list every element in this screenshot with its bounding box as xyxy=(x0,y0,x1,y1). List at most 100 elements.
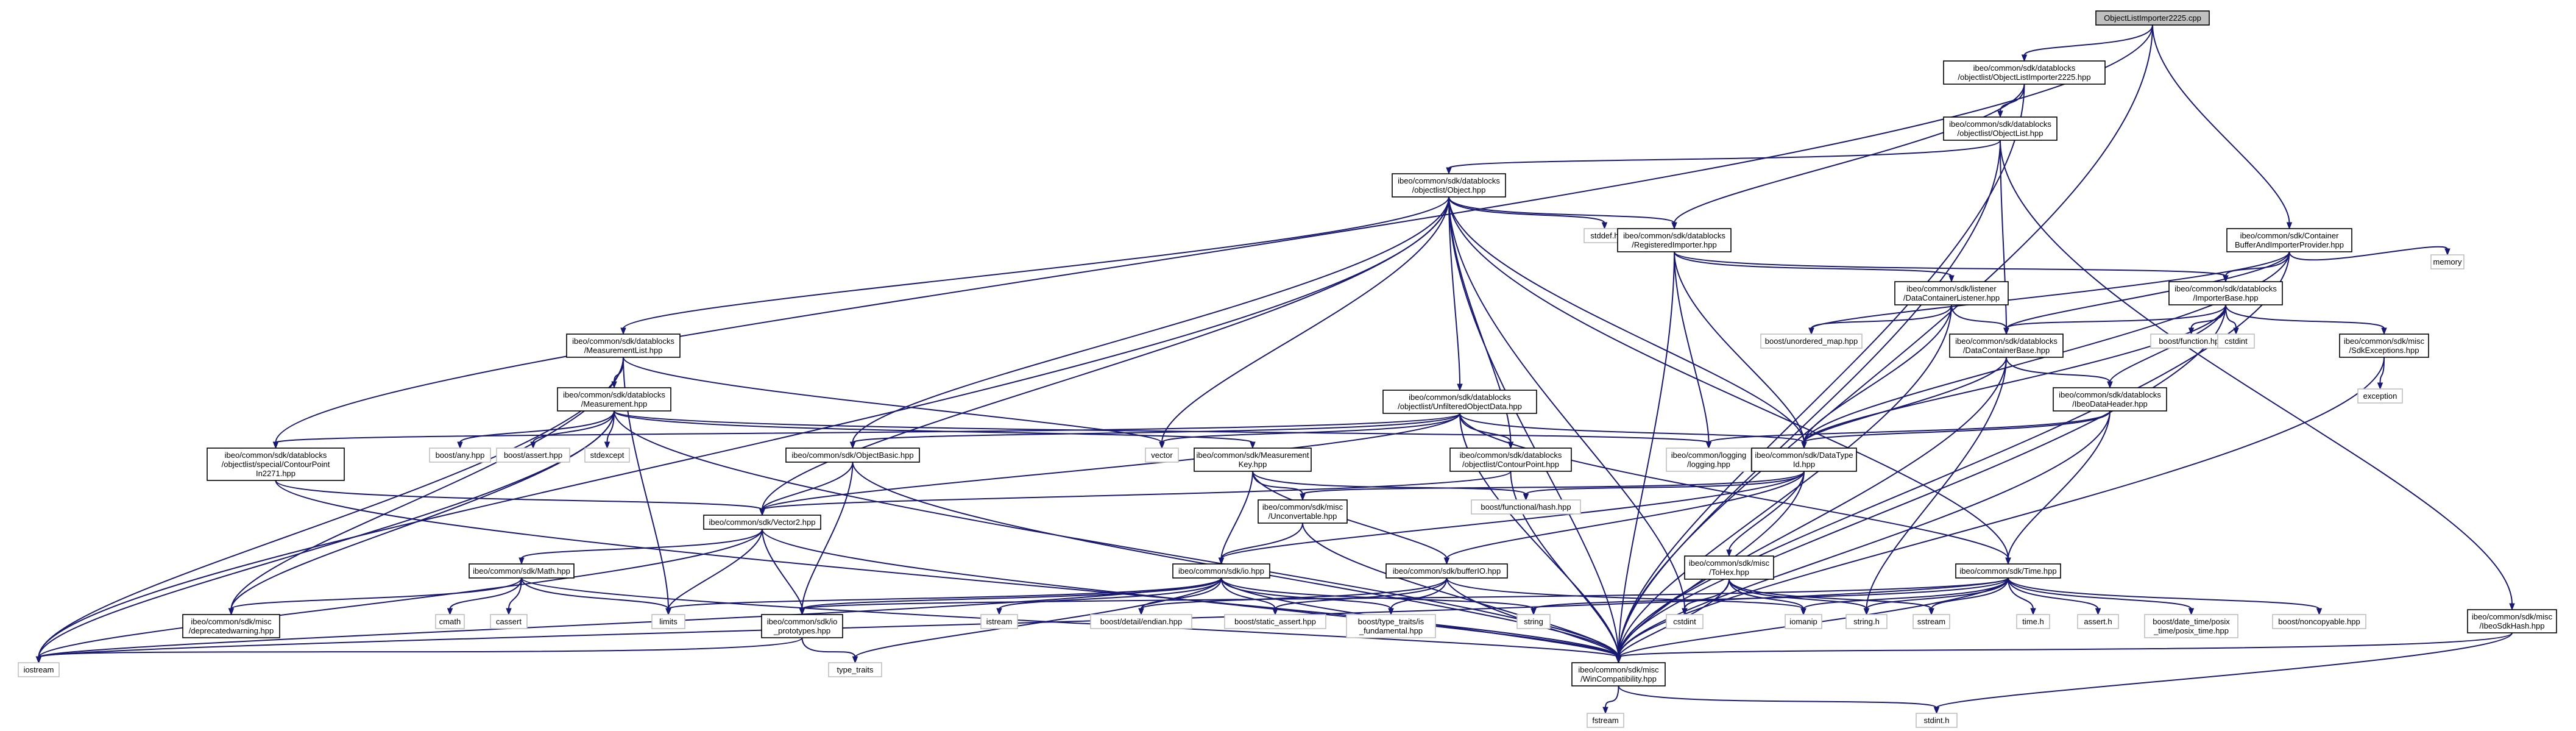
node-boost-static-assert-hpp: boost/static_assert.hpp xyxy=(1224,614,1326,629)
node-ibeo-common-sdk-misc-deprecatedwarning-hpp[interactable]: ibeo/common/sdk/misc/deprecatedwarning.h… xyxy=(182,614,280,638)
edge-regimp-to-wincompat xyxy=(1618,251,1675,658)
node-label-line: ibeo/common/logging xyxy=(1671,451,1747,460)
node-ibeo-common-sdk-datablocks-objectlist-unfilteredobjectdata-hpp[interactable]: ibeo/common/sdk/datablocks/objectlist/Un… xyxy=(1382,390,1537,414)
node-ibeo-common-sdk-datablocks-measurement-hpp[interactable]: ibeo/common/sdk/datablocks/Measurement.h… xyxy=(557,387,671,412)
node-ibeo-common-sdk-bufferio-hpp[interactable]: ibeo/common/sdk/bufferIO.hpp xyxy=(1385,563,1508,579)
node-ibeo-common-sdk-datablocks-objectlist-contourpoint-hpp[interactable]: ibeo/common/sdk/datablocks/objectlist/Co… xyxy=(1449,448,1572,472)
arrowhead xyxy=(1602,707,1608,715)
node-box xyxy=(1949,333,2064,358)
node-cstdint: cstdint xyxy=(1666,614,1704,629)
node-ibeo-common-sdk-vector2-hpp[interactable]: ibeo/common/sdk/Vector2.hpp xyxy=(703,515,821,530)
node-label-line: /IbeoDataHeader.hpp xyxy=(2072,399,2148,408)
node-box xyxy=(1090,614,1192,629)
node-label-line: BufferAndImporterProvider.hpp xyxy=(2235,240,2344,249)
edge-impbase-to-idh xyxy=(2109,304,2226,383)
arrowhead xyxy=(457,441,463,449)
edge-time-to-noncopy xyxy=(2008,577,2320,610)
node-ibeo-common-sdk-misc-sdkexceptions-hpp[interactable]: ibeo/common/sdk/misc/SdkExceptions.hpp xyxy=(2339,333,2429,358)
node-ibeo-common-sdk-datablocks-ibeodataheader-hpp[interactable]: ibeo/common/sdk/datablocks/IbeoDataHeade… xyxy=(2053,387,2167,412)
node-label-line: iostream xyxy=(24,665,54,674)
edge-impbase-to-cstdint xyxy=(2225,304,2237,329)
edge-idh-to-wincompat xyxy=(1618,410,2111,658)
edge-measlist-to-iostream xyxy=(38,357,624,658)
node-box xyxy=(1684,555,1774,580)
node-ibeo-common-sdk-io-prototypes-hpp[interactable]: ibeo/common/sdk/io_prototypes.hpp xyxy=(761,614,843,638)
node-box xyxy=(1617,228,1732,252)
edge-ibeohash-to-stdint xyxy=(1936,632,2513,708)
node-box xyxy=(496,448,570,463)
edge-datatype-to-tohex xyxy=(1729,471,1805,551)
arrowhead xyxy=(1601,222,1608,230)
node-ibeo-common-sdk-datablocks-measurementlist-hpp[interactable]: ibeo/common/sdk/datablocks/MeasurementLi… xyxy=(566,333,681,358)
node-ibeo-common-sdk-listener-datacontainerlistener-hpp[interactable]: ibeo/common/sdk/listener/DataContainerLi… xyxy=(1894,281,2009,305)
edge-time-to-timeh xyxy=(2008,577,2034,610)
node-ibeo-common-sdk-math-hpp[interactable]: ibeo/common/sdk/Math.hpp xyxy=(469,563,575,579)
edge-idh-to-logging xyxy=(1708,410,2111,443)
arrowhead xyxy=(1997,110,2003,118)
node-box xyxy=(584,448,630,463)
node-label-line: istream xyxy=(986,617,1013,626)
node-box xyxy=(1516,614,1551,629)
arrowhead xyxy=(2444,248,2450,256)
node-ibeo-common-sdk-misc-tohex-hpp[interactable]: ibeo/common/sdk/misc/ToHex.hpp xyxy=(1684,555,1774,580)
edge-regimp-to-dcl xyxy=(1674,251,1952,277)
node-box xyxy=(490,614,528,629)
node-vector: vector xyxy=(1145,448,1179,463)
node-ibeo-common-sdk-misc-unconvertable-hpp[interactable]: ibeo/common/sdk/misc/Unconvertable.hpp xyxy=(1258,499,1348,524)
node-ibeo-common-sdk-misc-wincompatibility-hpp[interactable]: ibeo/common/sdk/misc/WinCompatibility.hp… xyxy=(1571,662,1666,686)
node-box xyxy=(1943,60,2106,85)
node-fstream: fstream xyxy=(1587,713,1624,728)
node-label-line: /DataContainerListener.hpp xyxy=(1903,293,2000,302)
node-ibeo-common-sdk-time-hpp[interactable]: ibeo/common/sdk/Time.hpp xyxy=(1955,563,2061,579)
edge-objlist-to-dcbase xyxy=(2000,140,2007,329)
arrowhead xyxy=(1457,383,1463,391)
node-label-line: /objectlist/ContourPoint.hpp xyxy=(1462,460,1559,469)
edge-cbaip-to-impbase xyxy=(2225,251,2290,277)
node-ibeo-common-sdk-datablocks-objectlist-special-contourpointin2271-hpp[interactable]: ibeo/common/sdk/datablocks/objectlist/sp… xyxy=(207,448,345,481)
node-box xyxy=(2226,228,2352,252)
edge-dcbase-to-stringh xyxy=(1866,357,2007,610)
node-ibeo-common-sdk-objectbasic-hpp[interactable]: ibeo/common/sdk/ObjectBasic.hpp xyxy=(785,448,920,463)
arrowhead xyxy=(1272,608,1278,616)
node-label-line: ObjectListImporter2225.cpp xyxy=(2104,13,2201,23)
node-ibeo-common-sdk-datablocks-objectlist-object-hpp[interactable]: ibeo/common/sdk/datablocks/objectlist/Ob… xyxy=(1392,173,1506,198)
node-label-line: Id.hpp xyxy=(1793,460,1815,469)
edge-vec2-to-iostream xyxy=(38,529,763,658)
node-label-line: exception xyxy=(2363,391,2397,401)
edge-datatype-to-fhash xyxy=(1525,471,1805,495)
edge-vec2-to-limits xyxy=(668,529,763,610)
node-ibeo-common-sdk-misc-ibeosdkhash-hpp[interactable]: ibeo/common/sdk/misc/IbeoSdkHash.hpp xyxy=(2467,609,2557,633)
node-box xyxy=(1845,614,1888,629)
node-ibeo-common-sdk-containerbufferandimporterprovider-hpp[interactable]: ibeo/common/sdk/ContainerBufferAndImport… xyxy=(2226,228,2352,252)
node-box xyxy=(703,515,821,530)
node-label-line: ibeo/common/sdk/datablocks xyxy=(1398,176,1500,185)
node-box xyxy=(1666,448,1752,472)
arrowhead xyxy=(1300,493,1306,501)
edge-impbase-to-dcbase xyxy=(2006,304,2226,329)
node-sstream: sstream xyxy=(1913,614,1950,629)
node-ibeo-common-sdk-datablocks-objectlist-objectlistimporter2225-hpp[interactable]: ibeo/common/sdk/datablocks/objectlist/Ob… xyxy=(1943,60,2106,85)
node-objectlistimporter2225-cpp[interactable]: ObjectListImporter2225.cpp xyxy=(2095,10,2210,26)
arrowhead xyxy=(2377,382,2383,390)
edge-meas-to-bany xyxy=(459,410,615,443)
edge-bufio-to-endian xyxy=(1141,577,1448,610)
edge-meas-to-measkey xyxy=(614,410,1253,443)
edge-ibeohash-to-wincompat xyxy=(1618,632,2513,658)
node-label-line: ibeo/common/sdk/listener xyxy=(1906,284,1997,293)
node-iostream: iostream xyxy=(18,662,60,677)
node-ibeo-common-sdk-datablocks-datacontainerbase-hpp[interactable]: ibeo/common/sdk/datablocks/DataContainer… xyxy=(1949,333,2064,358)
node-label-line: boost/assert.hpp xyxy=(504,451,562,460)
node-label-line: boost/noncopyable.hpp xyxy=(2278,617,2360,626)
node-box xyxy=(1587,713,1624,728)
node-label-line: /ToHex.hpp xyxy=(1709,568,1749,577)
node-ibeo-common-sdk-io-hpp[interactable]: ibeo/common/sdk/io.hpp xyxy=(1172,563,1270,579)
node-ibeo-common-sdk-datablocks-importerbase-hpp[interactable]: ibeo/common/sdk/datablocks/ImporterBase.… xyxy=(2168,281,2283,305)
edge-regimp-to-logging xyxy=(1674,251,1710,443)
node-ibeo-common-sdk-datablocks-objectlist-objectlist-hpp[interactable]: ibeo/common/sdk/datablocks/objectlist/Ob… xyxy=(1943,116,2058,141)
node-ibeo-common-sdk-datablocks-registeredimporter-hpp[interactable]: ibeo/common/sdk/datablocks/RegisteredImp… xyxy=(1617,228,1732,252)
node-label-line: boost/unordered_map.hpp xyxy=(1765,337,1858,346)
edge-idh-to-datatype xyxy=(1803,410,2111,443)
arrowhead xyxy=(2005,557,2011,565)
